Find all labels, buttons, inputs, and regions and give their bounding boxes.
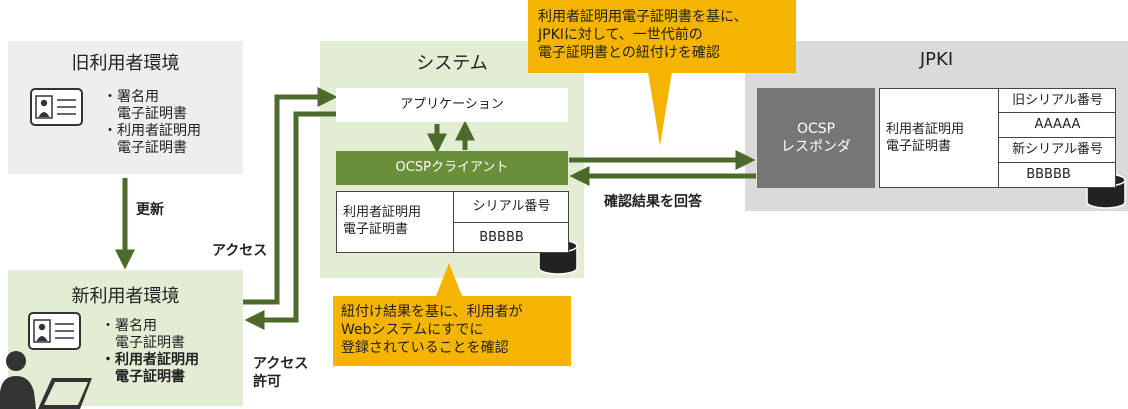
- ocsp-client-box: OCSPクライアント: [336, 151, 568, 185]
- old-env-title: 旧利用者環境: [71, 53, 180, 74]
- system-title: システム: [416, 53, 488, 74]
- system-cert-label: 利用者証明用 電子証明書: [343, 204, 421, 238]
- cert-item: 署名用: [117, 89, 159, 105]
- jpki-cert-label: 利用者証明用 電子証明書: [886, 121, 964, 155]
- cert-item: 電子証明書: [115, 369, 185, 385]
- cert-item: 電子証明書: [117, 140, 187, 156]
- confirm-reply-label: 確認結果を回答: [604, 194, 702, 210]
- new-serial-header: 新シリアル番号: [1012, 142, 1103, 157]
- serial-header: シリアル番号: [472, 199, 551, 214]
- callout-line: 電子証明書との紐付けを確認: [538, 45, 720, 61]
- bullet: ・: [103, 123, 117, 139]
- cert-item: 電子証明書: [117, 106, 187, 122]
- new-env-title: 新利用者環境: [71, 286, 180, 307]
- jpki-cert-table: 利用者証明用 電子証明書 旧シリアル番号 AAAAA 新シリアル番号 BBBBB: [879, 88, 1116, 188]
- access-permit-line: アクセス: [253, 356, 309, 372]
- old-serial-header: 旧シリアル番号: [1012, 93, 1103, 108]
- cert-label-line: 電子証明書: [886, 139, 952, 154]
- application-label: アプリケーション: [400, 97, 504, 112]
- cert-label-line: 利用者証明用: [343, 205, 422, 220]
- callout-top: 利用者証明用電子証明書を基に、 JPKIに対して、一世代前の 電子証明書との紐付…: [528, 0, 796, 73]
- cert-label-line: 電子証明書: [343, 222, 409, 237]
- old-serial-value-cell: AAAAA: [998, 113, 1116, 138]
- jpki-title: JPKI: [919, 49, 954, 70]
- ocsp-responder-box: OCSP レスポンダ: [757, 88, 875, 188]
- responder-line: OCSP: [796, 121, 836, 137]
- responder-line: レスポンダ: [781, 139, 851, 155]
- cert-item: 署名用: [115, 318, 157, 334]
- callout-line: JPKIに対して、一世代前の: [538, 27, 703, 43]
- system-cert-table: 利用者証明用 電子証明書 シリアル番号 BBBBB: [336, 191, 569, 253]
- access-label: アクセス: [212, 243, 268, 259]
- callout-line: 紐付け結果を基に、利用者が: [341, 304, 523, 320]
- new-serial-value: BBBBB: [1026, 167, 1071, 182]
- new-serial-value-cell: BBBBB: [998, 163, 1116, 188]
- serial-value-cell: BBBBB: [453, 223, 569, 253]
- old-serial-header-cell: 旧シリアル番号: [998, 89, 1116, 113]
- cert-item: 電子証明書: [115, 335, 185, 351]
- bullet: ・: [101, 352, 115, 368]
- serial-header-cell: シリアル番号: [453, 192, 569, 223]
- cert-item: 利用者証明用: [115, 352, 199, 368]
- bullet: ・: [101, 318, 115, 334]
- callout-line: 利用者証明用電子証明書を基に、: [538, 9, 748, 25]
- cert-label-line: 利用者証明用: [886, 122, 965, 137]
- new-env-cert-list: ・署名用 電子証明書 ・利用者証明用 電子証明書: [101, 318, 243, 386]
- application-box: アプリケーション: [336, 88, 568, 122]
- update-label: 更新: [136, 202, 164, 218]
- old-env-cert-list: ・署名用 電子証明書 ・利用者証明用 電子証明書: [103, 89, 243, 157]
- bullet: ・: [103, 89, 117, 105]
- new-serial-header-cell: 新シリアル番号: [998, 138, 1116, 163]
- ocsp-client-label: OCSPクライアント: [395, 160, 509, 175]
- cert-item: 利用者証明用: [117, 123, 201, 139]
- callout-line: 登録されていることを確認: [341, 340, 509, 356]
- access-permit-label: アクセス 許可: [253, 355, 308, 391]
- access-permit-line: 許可: [253, 374, 281, 390]
- old-serial-value: AAAAA: [1034, 117, 1081, 132]
- serial-value: BBBBB: [479, 230, 524, 245]
- callout-line: Webシステムにすでに: [341, 322, 484, 338]
- callout-bottom: 紐付け結果を基に、利用者が Webシステムにすでに 登録されていることを確認: [333, 296, 571, 366]
